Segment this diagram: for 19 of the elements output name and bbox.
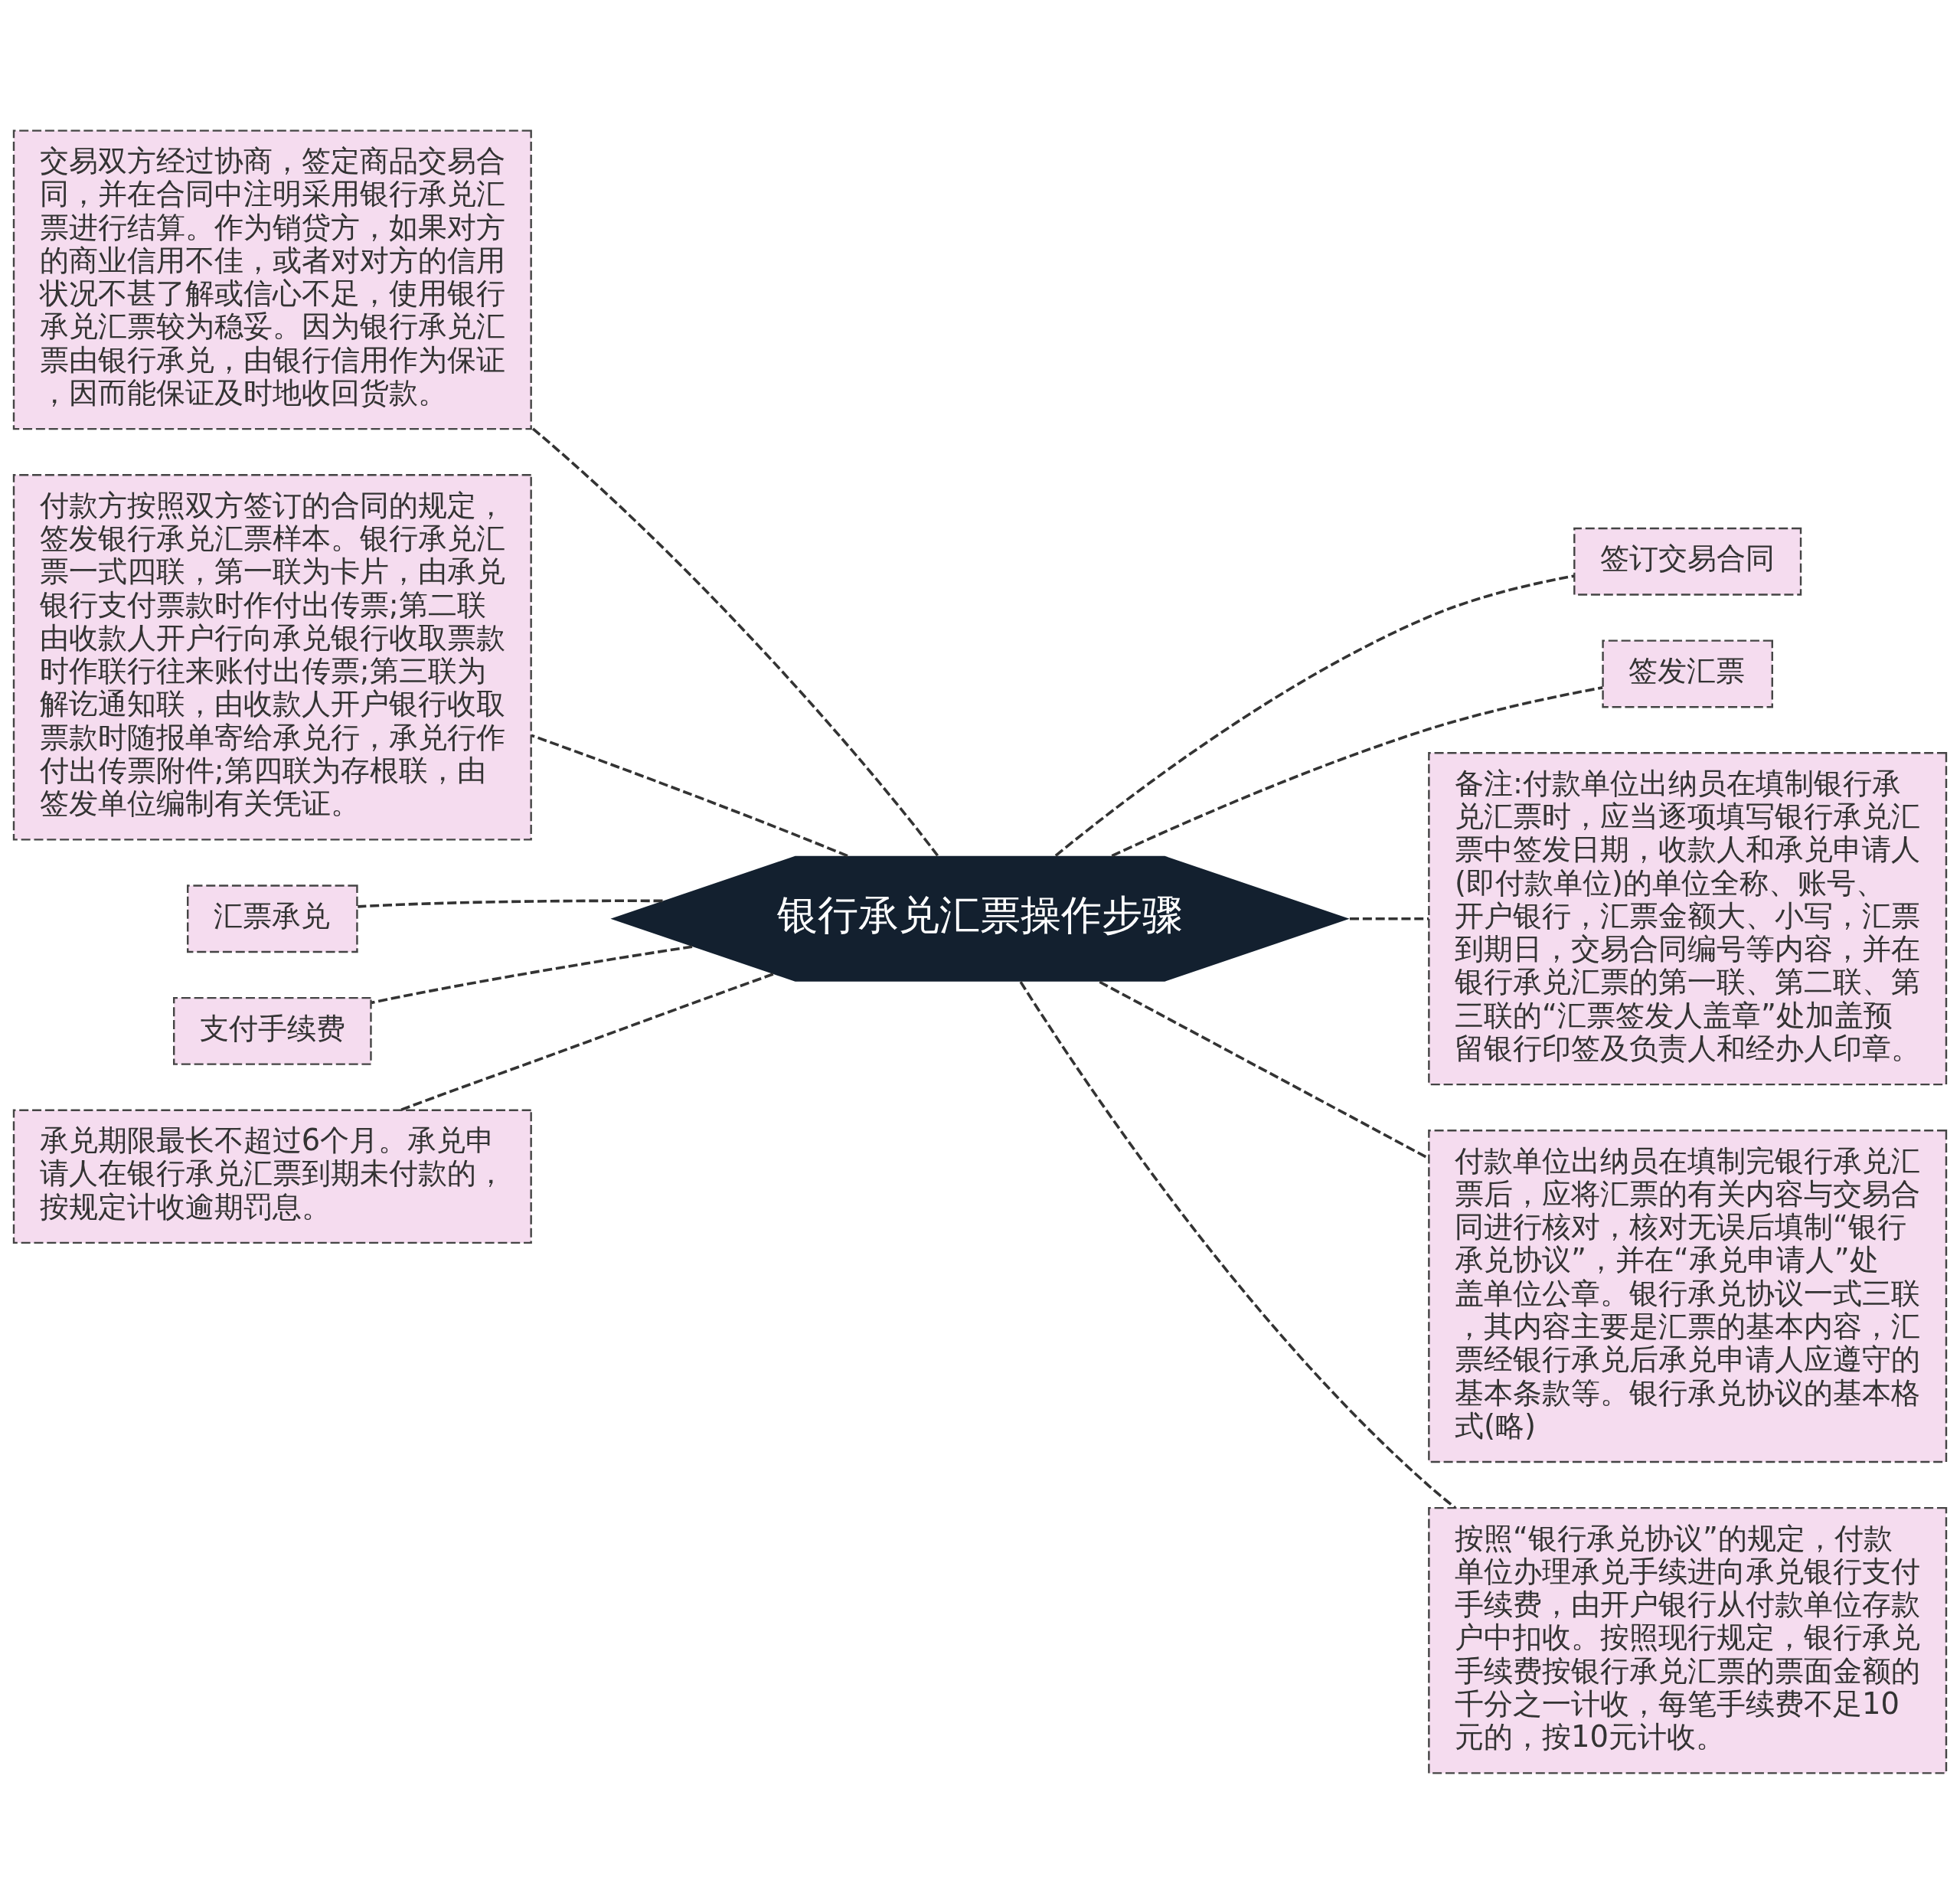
node-box: 交易双方经过协商，签定商品交易合同，并在合同中注明采用银行承兑汇票进行结算。作为销贷方，如果对方的商业信用不佳，或者对对方的信用状况不甚了解或信心不足，使用银行承兑汇票较为稳妥。因为银行承兑汇票由银行承兑，由银行信用作为保证，因而能保证及时地收回货款。 [12, 129, 532, 430]
connector [371, 944, 693, 1004]
node-box: 签发汇票 [1602, 639, 1773, 708]
node-box: 承兑期限最长不超过6个月。承兑申请人在银行承兑汇票到期未付款的，按规定计收逾期罚息。 [12, 1109, 532, 1244]
connector [1349, 917, 1429, 920]
connector [358, 899, 663, 908]
connector [1054, 574, 1575, 857]
node-box: 备注:付款单位出纳员在填制银行承兑汇票时，应当逐项填写银行承兑汇票中签发日期，收款人和承兑申请人(即付款单位)的单位全称、账号、开户银行，汇票金额大、小写，汇票到期日，交易合同编号等内容，并在银行承兑汇票的第一联、第二联、第三联的“汇票签发人盖章”处加盖预留银行印签及负责人和经办人印章。 [1428, 751, 1948, 1085]
connector [1019, 980, 1456, 1509]
connector [400, 972, 774, 1111]
node-box: 签订交易合同 [1573, 527, 1802, 596]
connector [531, 426, 939, 856]
connector [1111, 685, 1603, 857]
connector [531, 734, 848, 857]
node-box: 付款方按照双方签订的合同的规定，签发银行承兑汇票样本。银行承兑汇票一式四联，第一联为卡片，由承兑银行支付票款时作付出传票;第二联由收款人开户行向承兑银行收取票款时作联行往来账付出传票;第三联为解讫通知联，由收款人开户银行收取票款时随报单寄给承兑行，承兑行作付出传票附件;第四联为存根联，由签发单位编制有关凭证。 [12, 473, 532, 841]
node-box: 汇票承兑 [187, 884, 358, 953]
node-box: 支付手续费 [173, 996, 372, 1065]
node-box: 付款单位出纳员在填制完银行承兑汇票后，应将汇票的有关内容与交易合同进行核对，核对无误后填制“银行承兑协议”，并在“承兑申请人”处盖单位公章。银行承兑协议一式三联，其内容主要是汇票的基本内容，汇票经银行承兑后承兑申请人应遵守的基本条款等。银行承兑协议的基本格式(略) [1428, 1129, 1948, 1463]
node-box: 按照“银行承兑协议”的规定，付款单位办理承兑手续进向承兑银行支付手续费，由开户银行从付款单位存款户中扣收。按照现行规定，银行承兑手续费按银行承兑汇票的票面金额的千分之一计收，每笔手续费不足10元的，按10元计收。 [1428, 1506, 1948, 1774]
